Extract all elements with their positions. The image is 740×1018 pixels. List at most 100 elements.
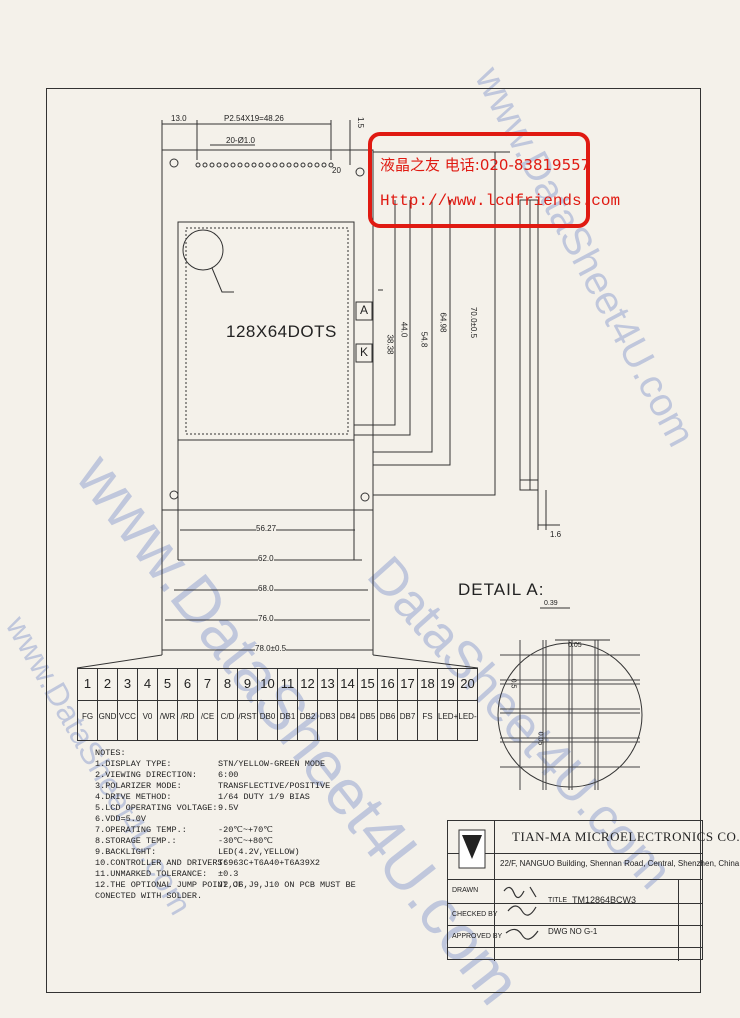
note-row: 5.LCD OPERATING VOLTAGE:9.5V (95, 803, 356, 814)
stamp-url[interactable]: Http://www.lcdfriends.com (380, 192, 621, 210)
stamp-phone: 液晶之友 电话:020-83819557 (380, 156, 591, 174)
detail-a-circle (497, 642, 643, 788)
pin-table-bottom-rule (77, 740, 478, 741)
note-row: 1.DISPLAY TYPE:STN/YELLOW-GREEN MODE (95, 759, 356, 770)
dim-pin-holes: 20-Ø1.0 (226, 136, 255, 145)
anode-marker: A (360, 303, 369, 317)
note-key: 8.STORAGE TEMP.: (95, 836, 177, 846)
note-key: 3.POLARIZER MODE: (95, 781, 182, 791)
cathode-marker: K (360, 345, 369, 359)
pin-number: 13 (320, 676, 335, 691)
detail-dim-3: 0.5 (509, 678, 517, 689)
note-value: 9.5V (218, 803, 239, 813)
note-row: 4.DRIVE METHOD: 1/64 DUTY 1/9 BIAS (95, 792, 356, 803)
pin-signal: LED- (458, 712, 477, 721)
pin-signal: /WR (159, 712, 176, 721)
checked-label: CHECKED BY (452, 911, 498, 918)
pin-number: 20 (460, 676, 475, 691)
pin-signal: LED+ (438, 712, 459, 721)
note-key: 1.DISPLAY TYPE: (95, 759, 172, 769)
notes-block: NOTES: 1.DISPLAY TYPE:STN/YELLOW-GREEN M… (95, 748, 356, 902)
pin-number: 12 (300, 676, 315, 691)
pin-signal: /RD (180, 712, 195, 721)
note-key: 11.UNMARKED TOLERANCE: (95, 869, 208, 879)
dim-right-5: 70.0±0.5 (469, 306, 479, 339)
lcd-module-drawing (76, 120, 643, 790)
note-key: CONECTED WITH SOLDER. (95, 891, 203, 901)
note-row: 6.VDD=5.0V (95, 814, 356, 825)
pin-number: 3 (123, 676, 132, 691)
pin-signal: DB5 (359, 712, 376, 721)
pin-signal: DB1 (279, 712, 296, 721)
pin-signal: DB4 (339, 712, 356, 721)
pin-signal: C/D (220, 712, 235, 721)
pin-signal: FS (422, 712, 433, 721)
dim-pin-pitch: P2.54X19=48.26 (224, 114, 284, 123)
pin-cell: 7/CE (198, 668, 218, 740)
note-value: ±0.3 (218, 869, 239, 879)
pin-number: 14 (340, 676, 355, 691)
note-row: 8.STORAGE TEMP.: -30℃~+80℃ (95, 836, 356, 847)
note-key: 4.DRIVE METHOD: (95, 792, 172, 802)
note-row: CONECTED WITH SOLDER. (95, 891, 356, 902)
view-area (185, 227, 349, 435)
pin-signal: DB7 (399, 712, 416, 721)
hole-tr (355, 167, 365, 177)
note-key: 12.THE OPTIONAL JUMP POINT OF (95, 880, 243, 890)
detail-dim-1: 0.39 (544, 600, 558, 607)
note-key: 9.BACKLIGHT: (95, 847, 157, 857)
company-address: 22/F, NANGUO Building, Shennan Road, Cen… (500, 859, 740, 868)
pin-holes (195, 162, 334, 168)
notes-heading: NOTES: (95, 748, 126, 758)
note-value: LED(4.2V,YELLOW) (218, 847, 300, 857)
anode-marker-box (355, 301, 373, 321)
note-value: 1/64 DUTY 1/9 BIAS (218, 792, 310, 802)
note-value: TRANSFLECTIVE/POSITIVE (218, 781, 331, 791)
detail-dim-2: 0.05 (568, 642, 582, 649)
hole-bl (169, 490, 179, 500)
pin-number: 15 (360, 676, 375, 691)
pin-number: 18 (420, 676, 435, 691)
note-key: 10.CONTROLLER AND DRIVERS: (95, 858, 228, 868)
company-name: TIAN-MA MICROELECTRONICS CO. (512, 829, 740, 844)
hole-br (360, 492, 370, 502)
note-value: T6963C+T6A40+T6A39X2 (218, 858, 321, 868)
drawing-number: DWG NO G-1 (548, 927, 598, 936)
dim-margin-left: 13.0 (171, 114, 187, 123)
note-row: 10.CONTROLLER AND DRIVERS:T6963C+T6A40+T… (95, 858, 356, 869)
pin-signal: DB2 (299, 712, 316, 721)
pin-number: 8 (223, 676, 232, 691)
note-key: 5.LCD OPERATING VOLTAGE: (95, 803, 218, 813)
dim-right-4: 64.98 (438, 312, 448, 333)
pin-cell: 9/RST (238, 668, 258, 740)
dim-right-3: 54.8 (419, 331, 429, 348)
detail-dim-4: 0.05 (536, 731, 544, 746)
bezel (177, 221, 355, 441)
drawn-label: DRAWN (452, 887, 479, 894)
dim-bottom-2: 62.0 (258, 554, 274, 563)
dim-pin-number: 20 (332, 166, 341, 175)
dim-r1: 1.5 (356, 116, 366, 129)
detail-a-marker (182, 229, 224, 271)
note-row: 2.VIEWING DIRECTION:6:00 (95, 770, 356, 781)
pin-number: 19 (440, 676, 455, 691)
pin-number: 11 (280, 676, 295, 691)
pin-signal: VCC (119, 712, 136, 721)
pin-number: 1 (83, 676, 92, 691)
pin-signal: V0 (142, 712, 153, 721)
pin-signal: GND (98, 712, 117, 721)
note-value: -30℃~+80℃ (218, 836, 273, 846)
pin-cell: 6/RD (178, 668, 198, 740)
note-row: 7.OPERATING TEMP.:-20℃~+70℃ (95, 825, 356, 836)
